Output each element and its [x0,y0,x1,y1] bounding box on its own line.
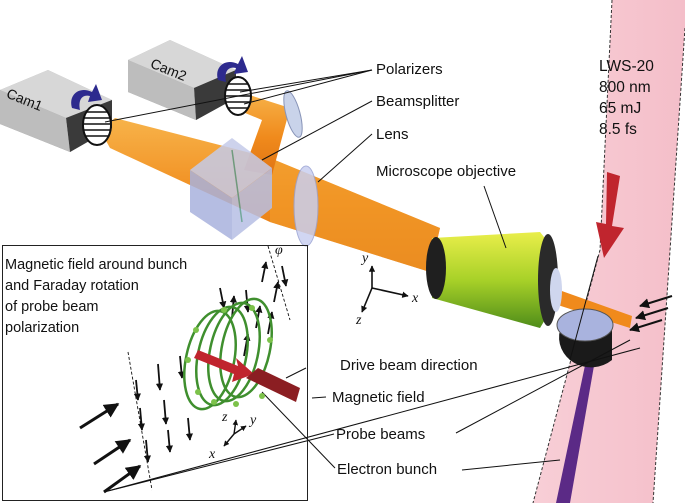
probe-beams-label: Probe beams [336,426,426,443]
probe-arrows [629,295,673,333]
camera-2 [128,40,236,120]
polarizers-label: Polarizers [376,61,443,78]
beamsplitter-label: Beamsplitter [376,93,460,110]
leader-lines [103,69,641,493]
drive-beam-direction-label: Drive beam direction [340,357,478,374]
laser-cone [533,0,685,503]
inset-title-line: Magnetic field around bunch [5,257,188,273]
rotation-arrow-icon [71,84,102,110]
inset-axis-x: x [209,447,216,462]
main-axis-x: x [412,291,419,306]
laser-duration: 8.5 fs [599,121,637,138]
main-axis-y: y [362,251,369,266]
laser-cone-edge [652,27,685,503]
inset-axis-z: z [222,410,228,425]
main-axes [361,265,409,313]
electron-bunch-label: Electron bunch [337,461,438,478]
inset-axis-y: y [250,413,257,428]
polarizer-1 [82,104,112,146]
laser-cone-edge [532,0,613,503]
inset-title-line: polarization [5,320,80,336]
lens [293,165,319,247]
laser-wavelength: 800 nm [599,79,651,96]
gas-target [556,308,614,368]
microscope-objective-label: Microscope objective [376,163,517,180]
inset-title: Magnetic field around bunch and Faraday … [5,255,187,339]
phi-label: φ [275,243,283,258]
inset-title-line: of probe beam [5,299,99,315]
rotation-arrow-icon [217,56,248,82]
beamsplitter-cube [190,138,272,240]
main-axis-z: z [356,313,362,328]
magnetic-field-label: Magnetic field [332,389,425,406]
microscope-objective [426,232,562,328]
lens-label: Lens [376,126,409,143]
inset-title-line: and Faraday rotation [5,278,139,294]
laser-parameters: LWS-20 800 nm 65 mJ 8.5 fs [599,56,654,140]
inset-panel [2,245,308,501]
drive-beam-arrow [596,172,624,258]
mirror [283,90,303,138]
inset-diagram [79,245,300,494]
laser-name: LWS-20 [599,58,654,75]
laser-energy: 65 mJ [599,100,642,117]
